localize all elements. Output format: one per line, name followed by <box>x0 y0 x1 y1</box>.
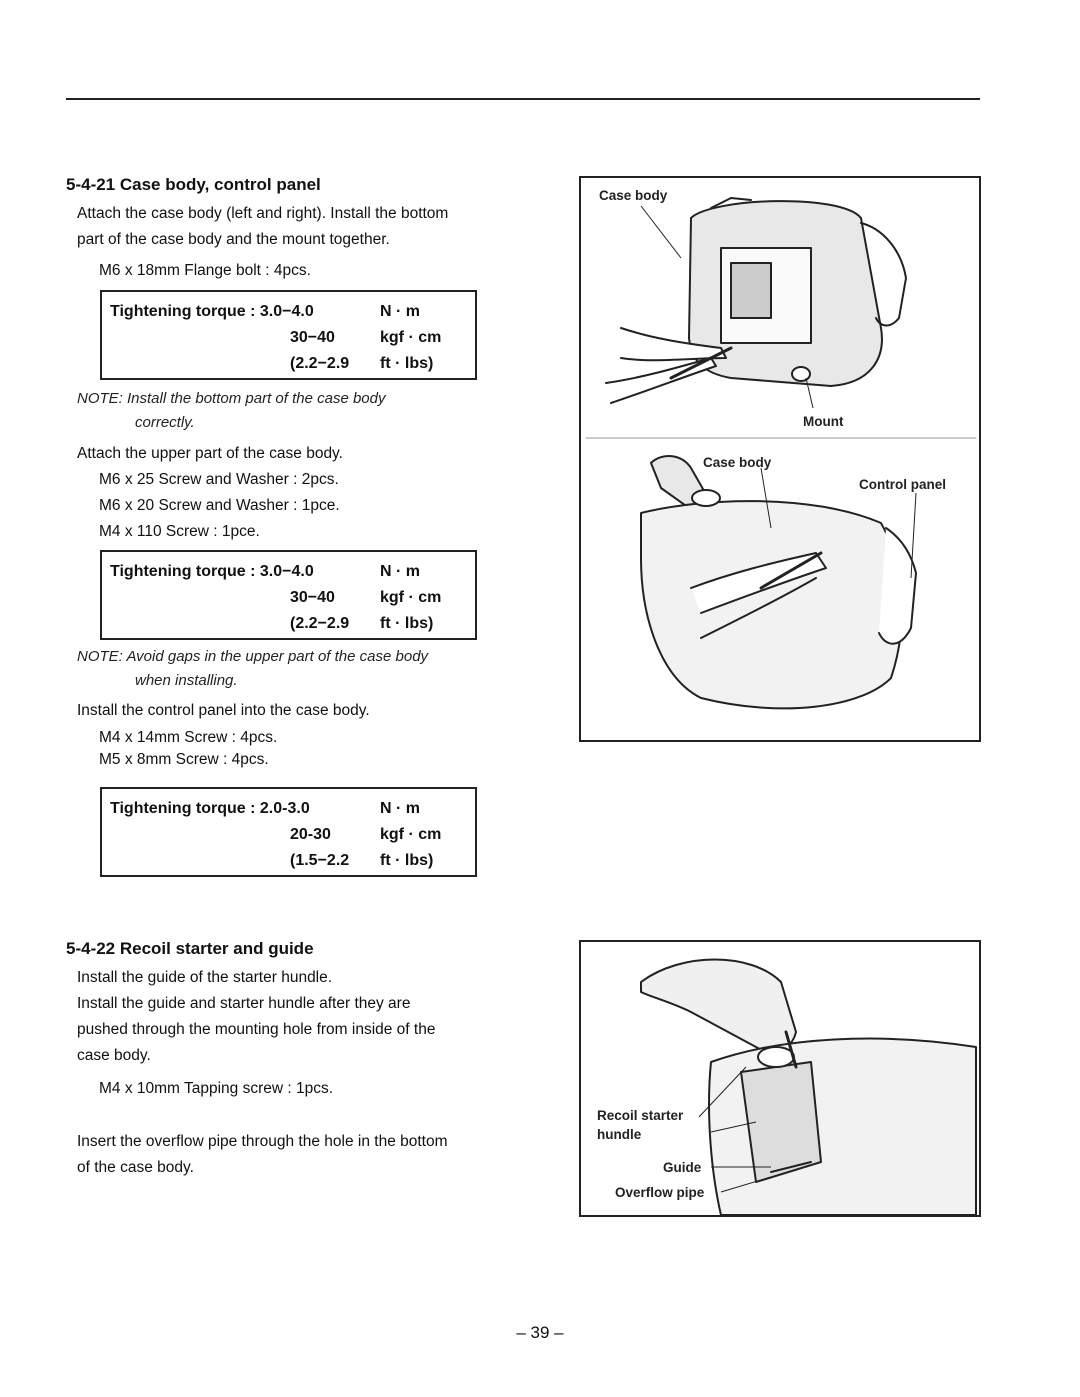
torque-value: 20-30 <box>290 826 331 843</box>
note-1: NOTE: Install the bottom part of the cas… <box>77 387 386 435</box>
torque-unit: ft · lbs) <box>380 852 434 869</box>
label-guide: Guide <box>663 1160 702 1175</box>
spec-list-2: M6 x 25 Screw and Washer : 2pcs. M6 x 20… <box>77 467 340 545</box>
torque-row: 30−40 kgf · cm <box>110 325 470 351</box>
section1-paragraph-1: Attach the case body (left and right). I… <box>77 201 517 253</box>
text-line: part of the case body and the mount toge… <box>77 231 390 248</box>
torque-unit: kgf · cm <box>380 826 442 843</box>
spec-list-3: M4 x 14mm Screw : 4pcs. M5 x 8mm Screw :… <box>77 727 277 771</box>
label-mount: Mount <box>803 414 844 429</box>
torque-unit: N · m <box>380 563 420 580</box>
torque-label: Tightening torque : 2.0-3.0 <box>110 800 310 817</box>
figure-case-body-illustration: Case body Mount Case body Control panel <box>579 176 981 742</box>
label-case-body-2: Case body <box>703 455 772 470</box>
note-line: NOTE: Install the bottom part of the cas… <box>77 390 386 407</box>
figure-1-drawing <box>585 197 977 710</box>
torque-value: (1.5−2.2 <box>290 852 350 869</box>
figure-recoil-starter-illustration: Recoil starter hundle Guide Overflow pip… <box>579 940 981 1217</box>
spec-line: M5 x 8mm Screw : 4pcs. <box>99 751 269 768</box>
torque-box-3: Tightening torque : 2.0-3.0 N · m 20-30 … <box>100 787 477 877</box>
torque-row: (2.2−2.9 ft · lbs) <box>110 351 470 377</box>
note-line: correctly. <box>135 414 195 431</box>
section1-paragraph-2: Attach the upper part of the case body. <box>77 445 343 462</box>
torque-unit: kgf · cm <box>380 329 442 346</box>
header-rule <box>66 98 980 100</box>
note-2: NOTE: Avoid gaps in the upper part of th… <box>77 645 428 693</box>
text-line: Attach the case body (left and right). I… <box>77 205 449 222</box>
torque-unit: N · m <box>380 303 420 320</box>
page-number: – 39 – <box>516 1323 564 1342</box>
spec-line: M4 x 110 Screw : 1pce. <box>99 523 260 540</box>
note-line: when installing. <box>135 672 238 689</box>
torque-value: 30−40 <box>290 329 335 346</box>
label-recoil-starter-line2: hundle <box>597 1127 642 1142</box>
torque-row: Tightening torque : 3.0−4.0 N · m <box>110 299 470 325</box>
text-line: Insert the overflow pipe through the hol… <box>77 1133 448 1150</box>
spec-flange-bolt: M6 x 18mm Flange bolt : 4pcs. <box>99 262 311 279</box>
torque-row: (2.2−2.9 ft · lbs) <box>110 611 470 637</box>
torque-row: (1.5−2.2 ft · lbs) <box>110 848 470 874</box>
torque-box-2: Tightening torque : 3.0−4.0 N · m 30−40 … <box>100 550 477 640</box>
text-line: Install the guide of the starter hundle. <box>77 969 333 986</box>
torque-unit: ft · lbs) <box>380 615 434 632</box>
label-case-body: Case body <box>599 188 668 203</box>
torque-label: Tightening torque : 3.0−4.0 <box>110 303 314 320</box>
text-line: pushed through the mounting hole from in… <box>77 1021 436 1038</box>
torque-unit: N · m <box>380 800 420 817</box>
torque-value: 30−40 <box>290 589 335 606</box>
torque-row: Tightening torque : 2.0-3.0 N · m <box>110 796 470 822</box>
text-line: of the case body. <box>77 1159 194 1176</box>
section1-paragraph-3: Install the control panel into the case … <box>77 702 370 719</box>
torque-label: Tightening torque : 3.0−4.0 <box>110 563 314 580</box>
torque-unit: ft · lbs) <box>380 355 434 372</box>
torque-row: 30−40 kgf · cm <box>110 585 470 611</box>
torque-unit: kgf · cm <box>380 589 442 606</box>
figure-2-drawing <box>640 958 977 1215</box>
note-line: NOTE: Avoid gaps in the upper part of th… <box>77 648 429 665</box>
section2-paragraph-overflow: Insert the overflow pipe through the hol… <box>77 1129 517 1181</box>
torque-row: Tightening torque : 3.0−4.0 N · m <box>110 559 470 585</box>
torque-box-1: Tightening torque : 3.0−4.0 N · m 30−40 … <box>100 290 477 380</box>
text-line: case body. <box>77 1047 151 1064</box>
torque-value: (2.2−2.9 <box>290 615 350 632</box>
torque-row: 20-30 kgf · cm <box>110 822 470 848</box>
torque-value: (2.2−2.9 <box>290 355 350 372</box>
label-recoil-starter-line1: Recoil starter <box>597 1108 684 1123</box>
section-heading-recoil-starter: 5-4-22 Recoil starter and guide <box>66 939 314 958</box>
spec-tapping-screw: M4 x 10mm Tapping screw : 1pcs. <box>99 1080 334 1097</box>
spec-line: M4 x 14mm Screw : 4pcs. <box>99 729 278 746</box>
spec-line: M6 x 20 Screw and Washer : 1pce. <box>99 497 340 514</box>
label-overflow-pipe: Overflow pipe <box>615 1185 705 1200</box>
section2-paragraphs: Install the guide of the starter hundle.… <box>77 965 517 1069</box>
text-line: Install the guide and starter hundle aft… <box>77 995 411 1012</box>
section-heading-case-body: 5-4-21 Case body, control panel <box>66 175 321 194</box>
spec-line: M6 x 25 Screw and Washer : 2pcs. <box>99 471 339 488</box>
label-control-panel: Control panel <box>859 477 946 492</box>
